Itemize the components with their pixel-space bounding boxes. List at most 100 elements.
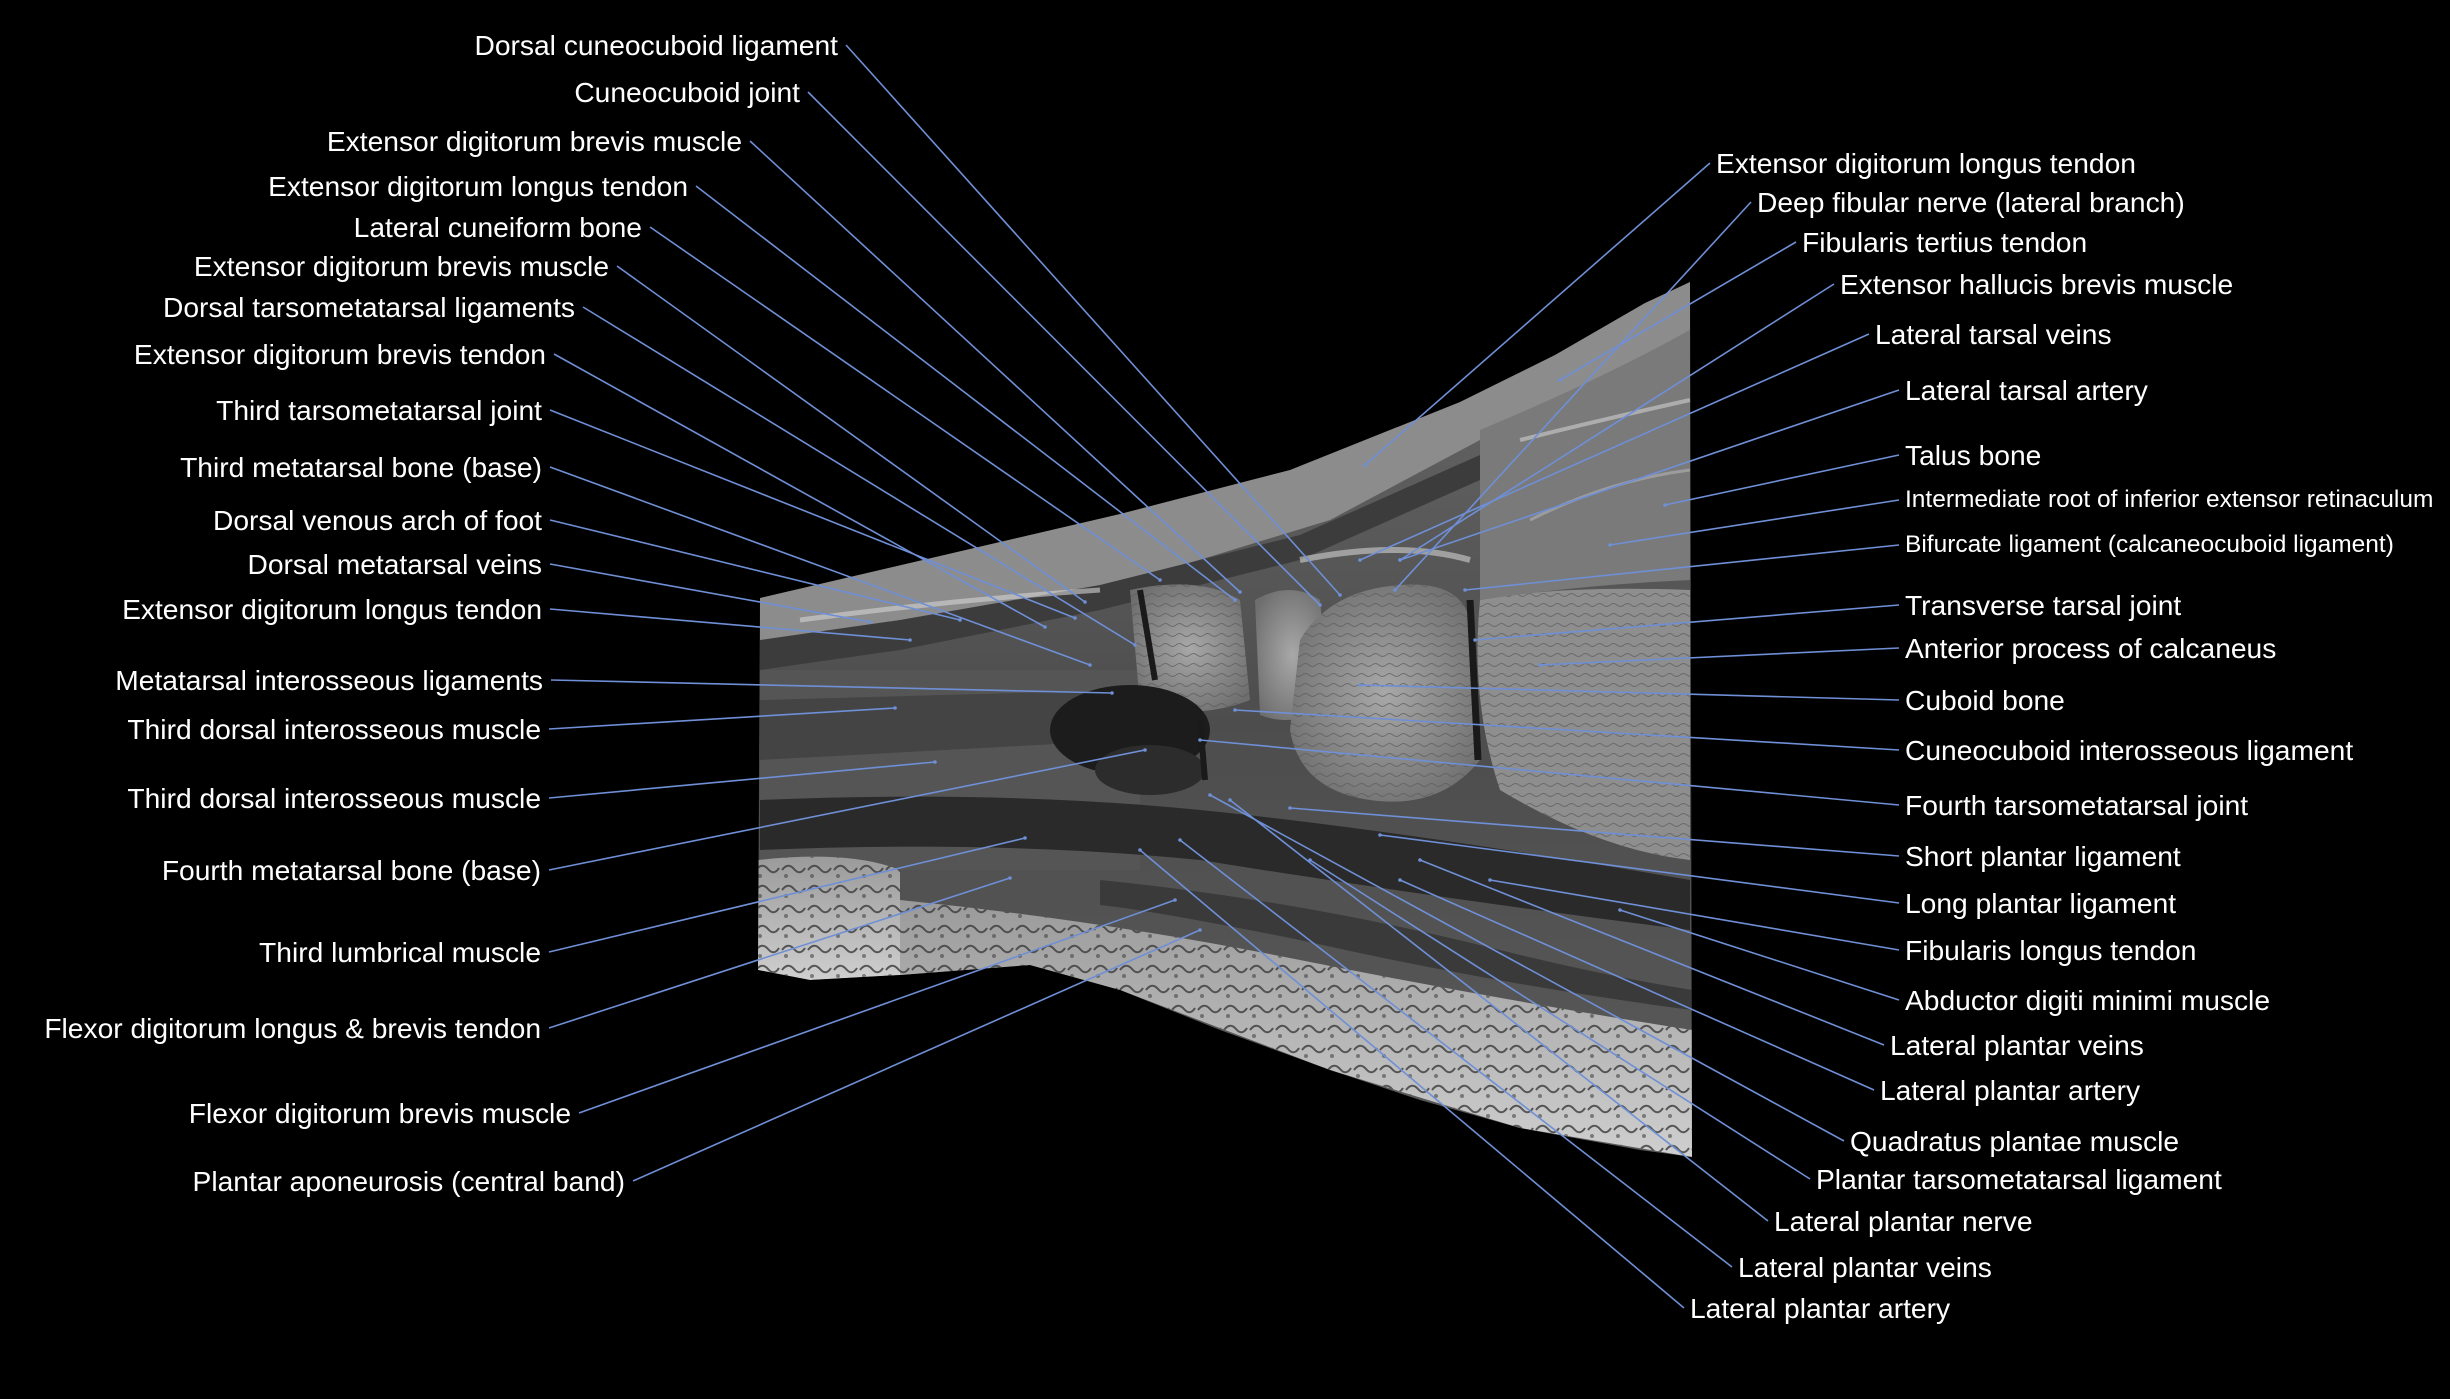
left-leader-target-20 [1173, 898, 1177, 902]
right-leader-line-23 [1229, 799, 1769, 1222]
right-leader-line-19 [1419, 859, 1885, 1046]
label-left-14: Metatarsal interosseous ligaments [115, 664, 543, 696]
right-leader-line-6 [1399, 389, 1900, 561]
right-leader-line-15 [1289, 807, 1900, 857]
label-left-16: Third dorsal interosseous muscle [127, 782, 541, 814]
right-leader-line-9 [1464, 544, 1900, 591]
right-leader-line-14 [1199, 739, 1900, 806]
label-right-8: Intermediate root of inferior extensor r… [1905, 486, 2434, 513]
left-leader-target-9 [1073, 616, 1077, 620]
label-right-2: Deep fibular nerve (lateral branch) [1757, 186, 2185, 218]
label-left-8: Extensor digitorum brevis tendon [133, 338, 546, 370]
label-left-12: Dorsal metatarsal veins [247, 548, 542, 580]
left-leader-line-14 [550, 679, 1113, 694]
label-right-25: Lateral plantar artery [1690, 1292, 1951, 1324]
label-right-9: Bifurcate ligament (calcaneocuboid ligam… [1905, 531, 2394, 558]
label-left-4: Extensor digitorum longus tendon [268, 170, 688, 202]
left-leader-target-14 [1110, 691, 1114, 695]
right-leader-target-24 [1178, 838, 1182, 842]
label-right-23: Lateral plantar nerve [1774, 1205, 2033, 1237]
right-leader-line-24 [1179, 839, 1733, 1268]
right-leader-line-20 [1399, 879, 1875, 1091]
right-leader-line-25 [1139, 849, 1685, 1309]
label-right-18: Abductor digiti minimi muscle [1905, 984, 2270, 1016]
label-left-17: Fourth metatarsal bone (base) [161, 854, 541, 886]
left-leader-line-16 [548, 761, 936, 799]
left-leader-line-18 [548, 837, 1026, 953]
label-left-6: Extensor digitorum brevis muscle [193, 250, 609, 282]
label-right-19: Lateral plantar veins [1890, 1029, 2144, 1061]
right-leader-target-15 [1288, 806, 1292, 810]
right-leader-line-16 [1379, 834, 1900, 904]
label-right-21: Quadratus plantae muscle [1850, 1125, 2180, 1157]
left-leader-line-20 [578, 899, 1176, 1114]
left-leader-target-2 [1318, 603, 1322, 607]
label-left-3: Extensor digitorum brevis muscle [326, 125, 742, 157]
right-leader-line-5 [1359, 333, 1870, 561]
right-leader-target-3 [1558, 378, 1562, 382]
label-left-10: Third metatarsal bone (base) [180, 451, 542, 483]
left-leader-line-6 [616, 265, 1086, 603]
label-right-17: Fibularis longus tendon [1905, 934, 2197, 966]
left-leader-target-1 [1338, 593, 1342, 597]
label-left-5: Lateral cuneiform bone [353, 211, 642, 243]
label-left-2: Cuneocuboid joint [574, 76, 800, 108]
right-leader-line-8 [1609, 499, 1900, 546]
label-right-16: Long plantar ligament [1905, 887, 2177, 919]
right-leader-target-9 [1463, 588, 1467, 592]
right-leader-target-23 [1228, 798, 1232, 802]
left-leader-target-3 [1238, 590, 1242, 594]
right-leader-target-21 [1208, 793, 1212, 797]
right-leader-target-13 [1233, 708, 1237, 712]
label-right-11: Anterior process of calcaneus [1905, 632, 2277, 664]
left-leader-target-17 [1143, 748, 1147, 752]
right-leader-line-10 [1474, 604, 1900, 641]
left-leader-line-8 [553, 353, 1046, 628]
left-leader-target-18 [1023, 836, 1027, 840]
leader-lines [548, 44, 1900, 1309]
label-left-18: Third lumbrical muscle [259, 936, 541, 968]
label-right-4: Extensor hallucis brevis muscle [1840, 268, 2234, 300]
right-leader-target-7 [1663, 503, 1667, 507]
left-leader-target-8 [1043, 625, 1047, 629]
right-leader-line-18 [1619, 909, 1900, 1001]
label-right-6: Lateral tarsal artery [1905, 374, 2148, 406]
label-left-9: Third tarsometatarsal joint [216, 394, 542, 426]
left-leader-target-19 [1008, 876, 1012, 880]
left-leader-line-10 [549, 466, 1091, 666]
label-left-20: Flexor digitorum brevis muscle [188, 1097, 571, 1129]
label-left-7: Dorsal tarsometatarsal ligaments [162, 291, 575, 323]
mri-slice-image [758, 282, 1692, 1157]
right-leader-target-5 [1358, 558, 1362, 562]
right-leader-target-17 [1488, 878, 1492, 882]
right-leader-target-6 [1398, 558, 1402, 562]
left-leader-line-19 [548, 877, 1011, 1029]
left-leader-line-5 [649, 226, 1161, 581]
left-leader-line-15 [548, 707, 896, 730]
right-leader-target-22 [1308, 858, 1312, 862]
label-left-15: Third dorsal interosseous muscle [127, 713, 541, 745]
left-leader-line-9 [549, 409, 1076, 619]
label-right-13: Cuneocuboid interosseous ligament [1905, 734, 2354, 766]
label-right-24: Lateral plantar veins [1738, 1251, 1992, 1283]
right-leader-line-21 [1209, 794, 1845, 1142]
label-right-7: Talus bone [1905, 439, 2042, 471]
right-leader-line-3 [1559, 241, 1797, 381]
left-leader-line-13 [549, 608, 911, 641]
right-leader-target-11 [1538, 663, 1542, 667]
right-leader-line-7 [1664, 454, 1900, 506]
left-leader-target-11 [958, 618, 962, 622]
left-leader-target-16 [933, 760, 937, 764]
right-leader-target-25 [1138, 848, 1142, 852]
right-leader-target-20 [1398, 878, 1402, 882]
left-leader-target-10 [1088, 663, 1092, 667]
label-left-21: Plantar aponeurosis (central band) [192, 1165, 625, 1197]
label-left-1: Dorsal cuneocuboid ligament [474, 29, 838, 61]
left-leader-target-4 [1233, 598, 1237, 602]
right-leader-target-12 [1358, 683, 1362, 687]
left-leader-target-15 [893, 706, 897, 710]
right-leader-line-1 [1364, 162, 1711, 466]
right-leader-line-17 [1489, 879, 1900, 951]
left-leader-line-21 [632, 929, 1201, 1182]
